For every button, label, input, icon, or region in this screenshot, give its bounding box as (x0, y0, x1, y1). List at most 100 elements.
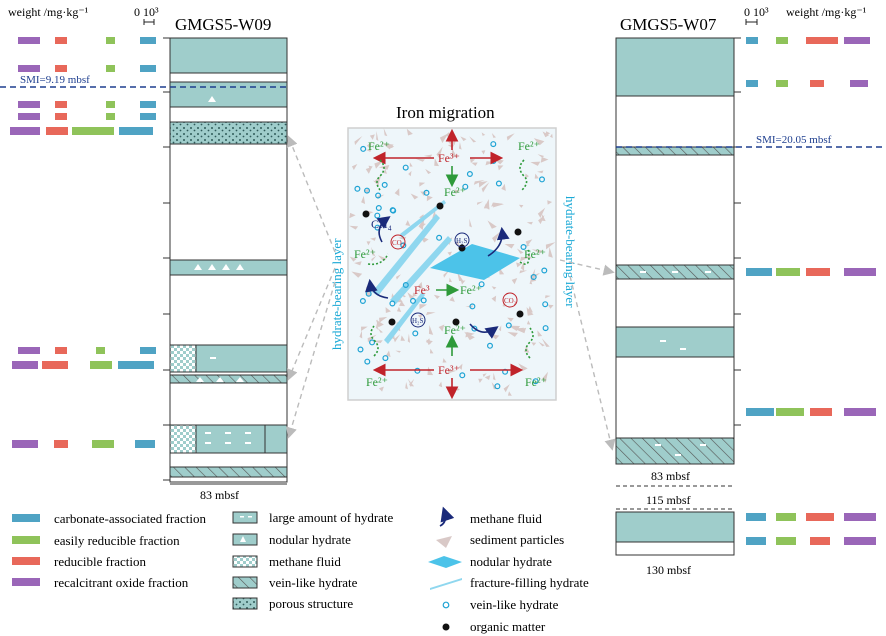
sediment-particle (538, 341, 545, 347)
h2s-text-top: H₂S (456, 237, 467, 245)
fe2-label-top-left: Fe²⁺ (368, 139, 390, 153)
h2s-text-bottom: H₂S (412, 317, 423, 325)
right-core: 0 10³ weight /mg·kg⁻¹ GMGS5-W07 (615, 5, 886, 577)
sediment-particle (385, 350, 391, 358)
vein-dot (389, 300, 396, 307)
sediment-particle (383, 143, 395, 149)
sediment-particle (542, 131, 550, 138)
legend-porous: porous structure (269, 596, 353, 611)
right-weight-label: weight /mg·kg⁻¹ (786, 5, 867, 19)
sediment-particle (442, 358, 447, 363)
sediment-particle (482, 373, 487, 378)
sediment-particle (420, 191, 428, 197)
sediment-particle (383, 168, 387, 174)
sediment-particle (487, 220, 497, 229)
center-title: Iron migration (396, 103, 495, 122)
vein-dot (487, 342, 494, 349)
sediment-particle (400, 335, 406, 341)
right-layer-label: hydrate-bearing layer (563, 196, 578, 308)
left-fraction-bars (10, 37, 156, 448)
vein-dot (530, 274, 537, 281)
legend-patterns: large amount of hydrate nodular hydrate … (232, 510, 394, 611)
sediment-particle (417, 313, 423, 319)
legend-vein: vein-like hydrate (470, 597, 559, 612)
left-scale-label: 0 10³ (134, 5, 159, 19)
sediment-particle (530, 161, 541, 166)
sediment-particle (376, 130, 379, 142)
legend-sediment: sediment particles (470, 532, 564, 547)
vein-dot (410, 297, 417, 304)
sediment-particle (507, 391, 512, 396)
sediment-particle (368, 165, 373, 171)
vein-dot (538, 176, 545, 183)
sediment-particle (383, 127, 388, 137)
sediment-particle (478, 181, 488, 188)
sediment-particle (433, 294, 440, 299)
right-hydrate-marks (640, 271, 711, 456)
legend-large-hydrate: large amount of hydrate (269, 510, 394, 525)
sediment-particle (537, 330, 543, 337)
sediment-particle (533, 138, 545, 146)
sediment-particle (365, 148, 372, 152)
sediment-particle (520, 256, 530, 262)
left-weight-label: weight /mg·kg⁻¹ (8, 5, 89, 19)
legend-nodular: nodular hydrate (470, 554, 552, 569)
connector-arrows (286, 135, 616, 451)
sediment-particle (361, 326, 368, 331)
right-83-label: 83 mbsf (651, 469, 690, 483)
legend-carbonate: carbonate-associated fraction (54, 511, 206, 526)
legend-vein-hydrate: vein-like hydrate (269, 575, 358, 590)
sediment-particle (503, 384, 510, 393)
vein-dot (466, 171, 473, 178)
sediment-particle (531, 249, 543, 254)
sediment-particle (415, 158, 425, 162)
sediment-particle (507, 317, 514, 322)
left-layer-6-fluid (169, 424, 197, 454)
sediment-particle (363, 188, 369, 193)
organic-matter-dots (362, 202, 524, 326)
sediment-particle (361, 195, 366, 204)
sediment-particle (425, 168, 432, 174)
sediment-particle (354, 136, 363, 146)
vein-dot (375, 205, 382, 212)
right-layer-4 (615, 326, 735, 358)
sediment-particle (549, 133, 553, 139)
left-layer-label: hydrate-bearing layer (329, 238, 344, 350)
co2-text-left: CO₂ (392, 239, 405, 247)
sediment-particle (526, 320, 531, 325)
methane-fluid-arrows (365, 216, 510, 339)
sediment-particle (538, 215, 545, 225)
sediment-particle (409, 378, 415, 387)
iron-migration-panel: Iron migration (329, 103, 578, 401)
right-smi-label: SMI=20.05 mbsf (756, 134, 832, 146)
sediment-particle (393, 334, 401, 343)
sediment-particle (526, 307, 534, 316)
vein-dot (542, 301, 549, 308)
sediment-particle (426, 195, 433, 202)
vein-dot (375, 192, 382, 199)
vein-dot (364, 187, 371, 194)
sediment-particle (506, 133, 515, 141)
sediment-particle (370, 237, 377, 241)
sediment-particle (385, 307, 391, 314)
sediment-particle (491, 132, 497, 138)
sediment-particle (417, 281, 423, 289)
sediment-particle (407, 292, 415, 299)
sediment-particle (419, 182, 426, 187)
sediment-particle (419, 304, 428, 310)
vein-dot (541, 267, 548, 274)
co2-text-right: CO₂ (504, 297, 517, 305)
vein-dot (369, 339, 376, 346)
sediment-particle (381, 143, 394, 150)
left-layer-porous (169, 121, 288, 145)
sediment-particle (351, 271, 363, 278)
sediment-particle (434, 158, 439, 167)
sediment-particle (493, 372, 496, 381)
vein-dot (412, 330, 419, 337)
sediment-particle (366, 241, 371, 246)
sediment-particle (396, 306, 402, 312)
sediment-particle (349, 212, 356, 219)
legend-recalcitrant: recalcitrant oxide fraction (54, 575, 189, 590)
legend-methane-fluid: methane fluid (470, 511, 542, 526)
left-hydrate-marks (194, 96, 251, 444)
